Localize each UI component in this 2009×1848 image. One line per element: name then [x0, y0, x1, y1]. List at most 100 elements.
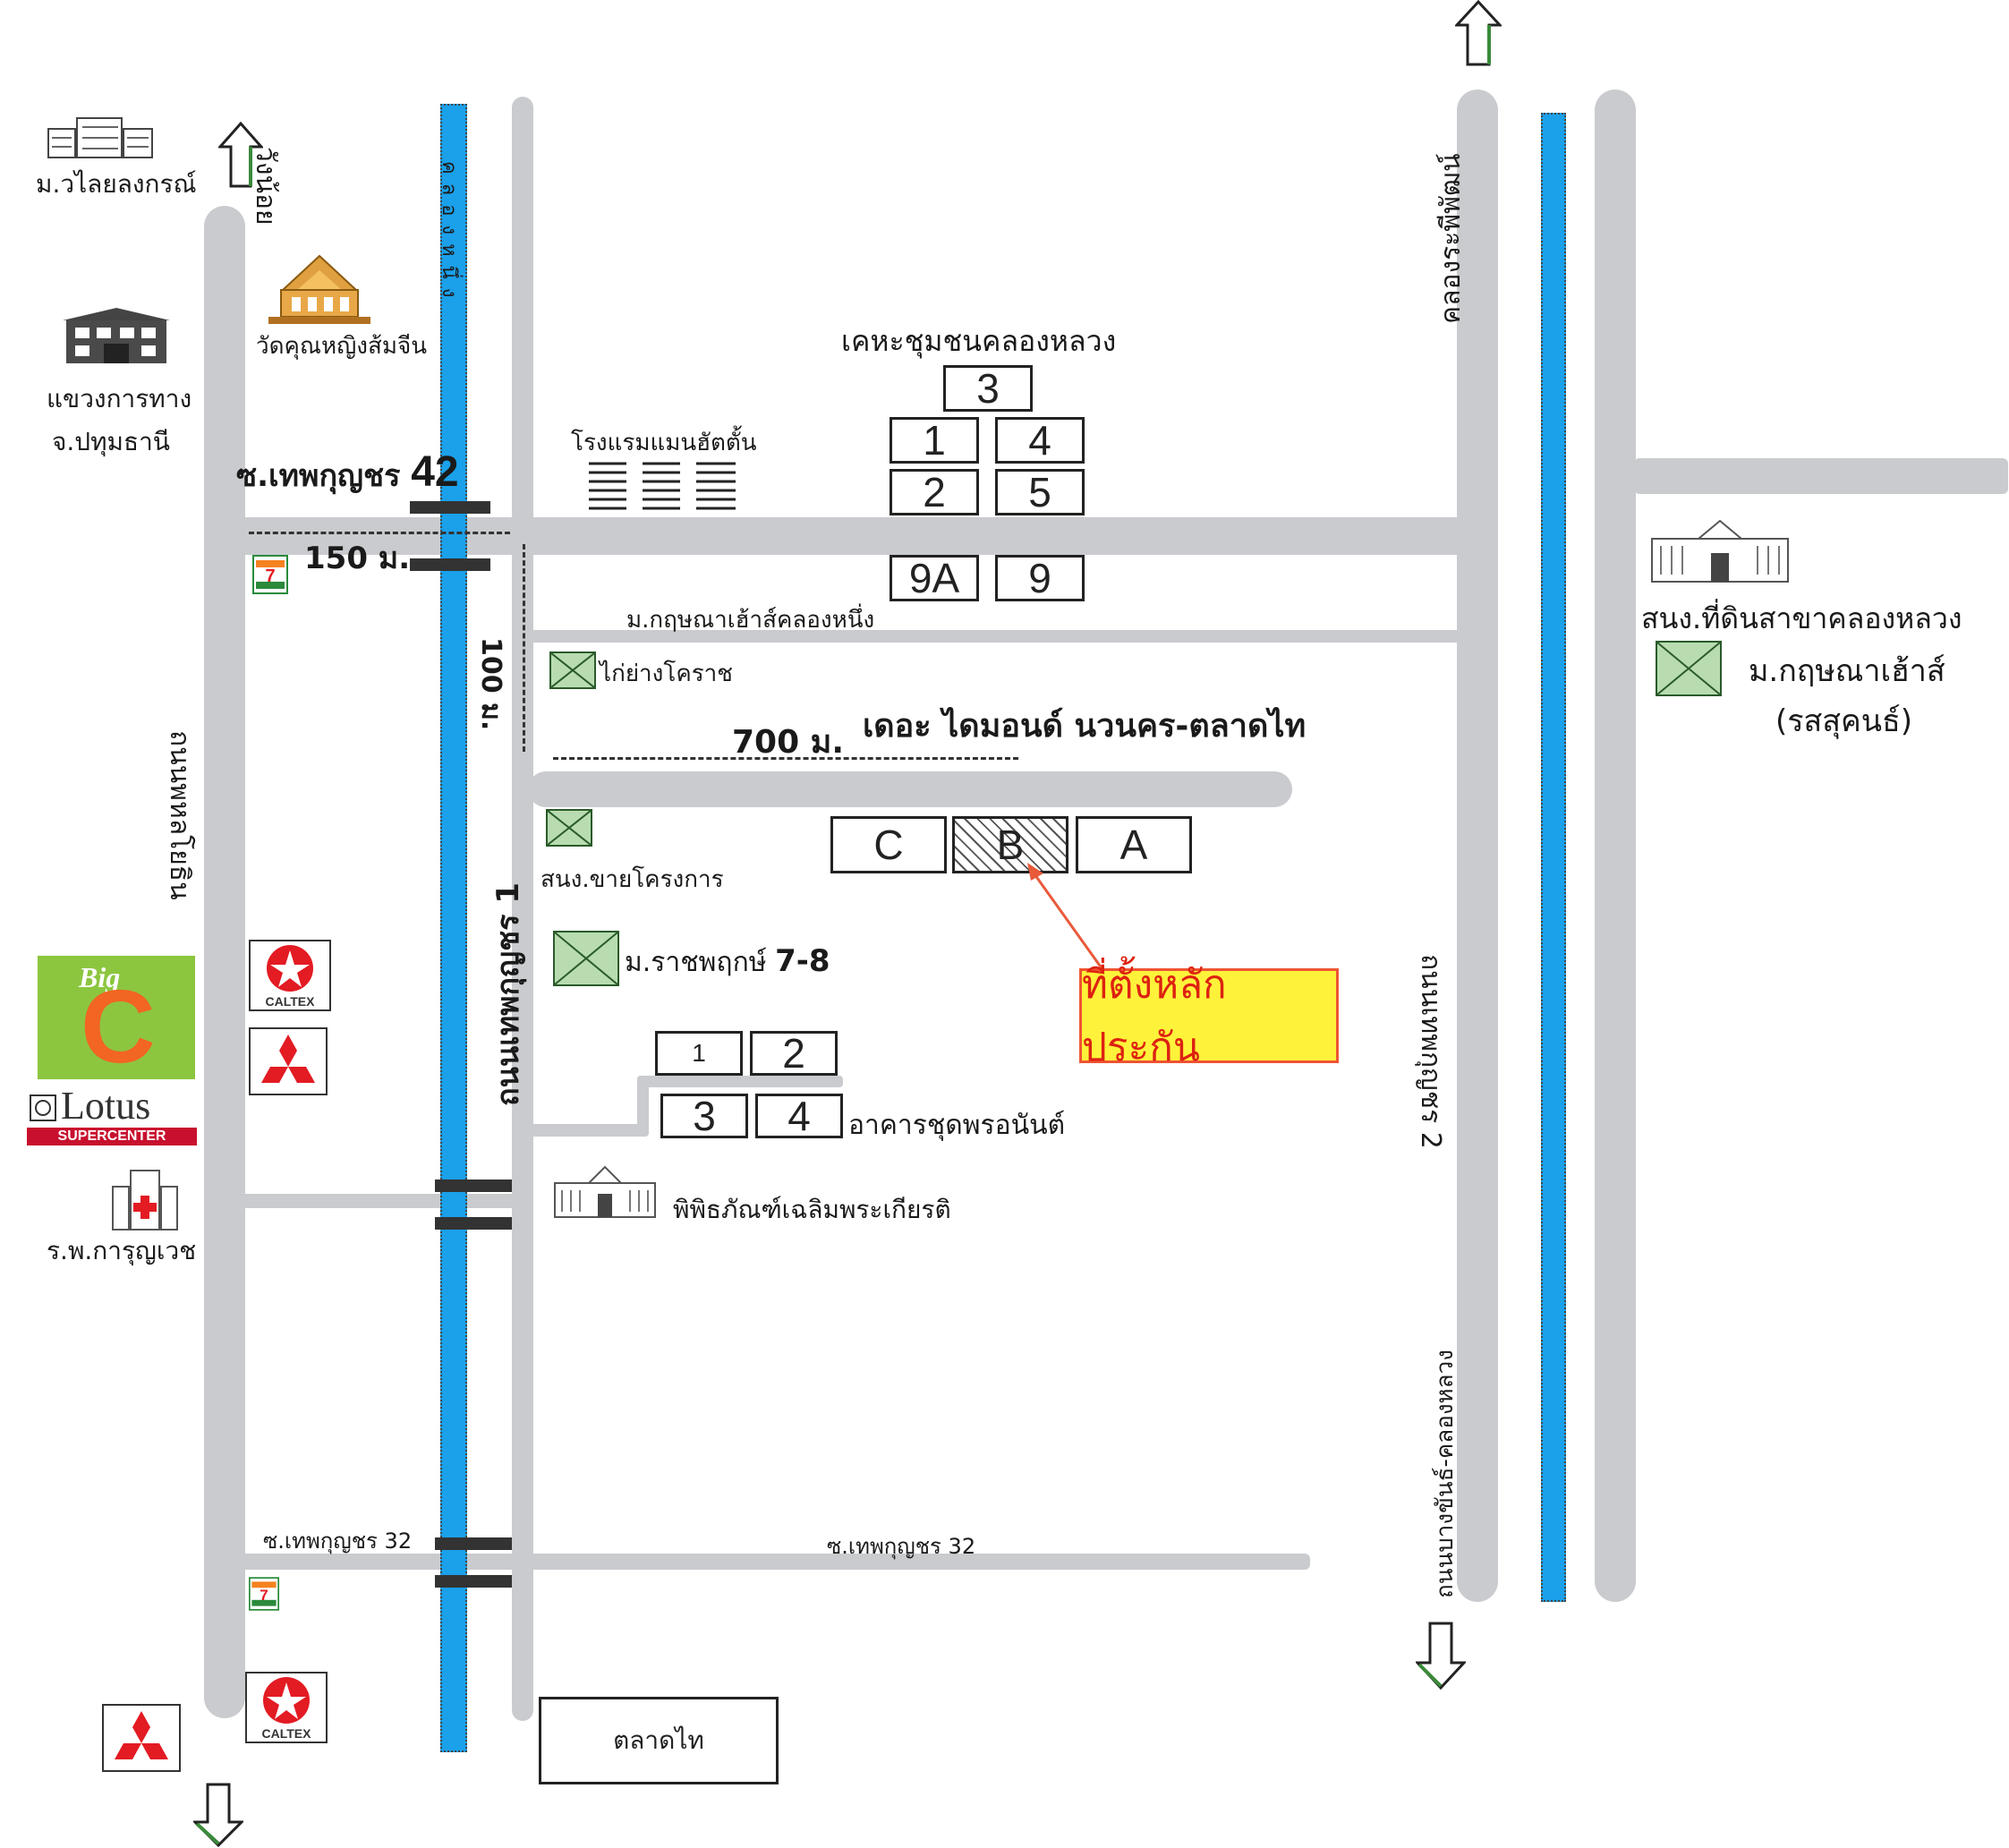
bang-khan-road-label: ถนนบางขันธ์-คลองหลวง — [1432, 1350, 1459, 1598]
condo-block-4: 4 — [755, 1093, 843, 1139]
raphiphat-canal — [1541, 113, 1566, 1602]
bridge-museum-bottom — [435, 1217, 512, 1230]
university-building-icon — [47, 117, 153, 158]
project-block-b: B — [952, 816, 1068, 873]
lotus-sub-text: SUPERCENTER — [27, 1128, 197, 1145]
south-arrow-right-icon — [1416, 1622, 1466, 1690]
land-office-label: สนง.ที่ดินสาขาคลองหลวง — [1641, 601, 1962, 635]
museum-building-icon — [554, 1165, 656, 1218]
krisana-2-sub-label: (รสสุคนธ์) — [1775, 703, 1913, 739]
big-c-c-text: C — [81, 968, 156, 1085]
mitsubishi-icon-bottom — [102, 1704, 181, 1772]
phahonyothin-label: ถนนพหลโยธิน — [164, 730, 195, 900]
canal-label: คลองหนึ่ง — [438, 161, 460, 307]
north-arrow-icon — [218, 122, 263, 188]
bridge-soi42-bottom — [410, 558, 490, 571]
dist-100-label: 100 ม. — [475, 637, 507, 731]
hotel-building-icon — [589, 462, 736, 510]
south-arrow-left-icon — [193, 1783, 243, 1847]
hospital-label: ร.พ.การุญเวช — [47, 1236, 197, 1265]
museum-road — [236, 1194, 532, 1208]
temple-icon — [268, 254, 370, 324]
condo-lane-2 — [637, 1076, 649, 1137]
community-block-3: 3 — [943, 365, 1033, 412]
krisana-1-label: ม.กฤษณาเฮ้าส์คลองหนึ่ง — [626, 607, 875, 634]
soi-42-number: 42 — [411, 448, 459, 496]
svg-text:7: 7 — [265, 566, 275, 586]
phahonyothin-road — [204, 206, 245, 1718]
bridge-museum-top — [435, 1179, 512, 1192]
lotus-text: Lotus — [61, 1084, 151, 1128]
highway-dept-label-2: จ.ปทุมธานี — [52, 427, 170, 456]
rachaphruek-label: ม.ราชพฤกษ์ 7-8 — [625, 941, 830, 984]
soi-32-right-label: ซ.เทพกุญชร 32 — [827, 1534, 976, 1559]
condo-lane-1 — [528, 1124, 649, 1137]
highway-dept-label-1: แขวงการทาง — [47, 384, 192, 413]
community-label: เคหะชุมชนคลองหลวง — [841, 324, 1117, 358]
pointer-arrow-icon — [1027, 863, 1106, 973]
sales-office-photo-icon — [546, 809, 592, 847]
condo-block-1: 1 — [655, 1031, 743, 1076]
diamond-project-label: เดอะ ไดมอนด์ นวนคร-ตลาดไท — [863, 708, 1307, 745]
krisana-2-label: ม.กฤษณาเฮ้าส์ — [1749, 653, 1945, 689]
land-office-building-icon — [1651, 519, 1789, 583]
community-block-1: 1 — [890, 417, 979, 464]
rachaphruek-name: ม.ราชพฤกษ์ — [625, 947, 767, 978]
bridge-soi32-bottom — [435, 1575, 512, 1588]
community-block-2: 2 — [890, 469, 979, 515]
caltex-icon-top: CALTEX — [249, 940, 331, 1011]
lotus-logo: Lotus SUPERCENTER — [27, 1084, 197, 1145]
condo-block-2: 2 — [750, 1030, 838, 1077]
krisana-2-photo-icon — [1656, 641, 1722, 696]
caltex-text-bottom: CALTEX — [262, 1726, 312, 1741]
thep-kunchorn-2-road — [1457, 89, 1498, 1602]
collateral-callout: ที่ตั้งหลักประกัน — [1079, 962, 1339, 1070]
dimension-150m-line — [249, 532, 510, 534]
soi-32-road — [218, 1554, 1310, 1570]
condo-label: อาคารชุดพรอนันต์ — [848, 1110, 1066, 1141]
rachaphruek-number: 7-8 — [775, 943, 830, 979]
hospital-icon — [112, 1170, 178, 1231]
talad-thai-market-box: ตลาดไท — [539, 1697, 779, 1784]
wang-noi-label: วังน้อย — [250, 147, 281, 226]
condo-lane-3 — [637, 1076, 843, 1087]
soi-42-name: ซ.เทพกุญชร — [236, 458, 401, 494]
museum-label: พิพิธภัณฑ์เฉลิมพระเกียรติ — [673, 1195, 951, 1224]
community-block-9: 9 — [995, 555, 1085, 601]
rachaphruek-photo-icon — [553, 931, 619, 986]
wat-label: วัดคุณหญิงส้มจีน — [256, 333, 428, 360]
svg-text:7: 7 — [260, 1587, 268, 1604]
7-eleven-icon-bottom: 7 — [249, 1577, 279, 1611]
project-block-a: A — [1076, 816, 1192, 873]
lotus-flower-icon — [30, 1094, 56, 1121]
univ-valaya-label: ม.วไลยลงกรณ์ — [36, 169, 197, 199]
bridge-soi32-top — [435, 1537, 512, 1550]
thep-kunchorn-1-label: ถนนเทพกุญชร 1 — [490, 882, 526, 1106]
project-block-c: C — [830, 816, 947, 873]
sales-office-label: สนง.ขายโครงการ — [541, 866, 724, 893]
khlong-raphiphat-label: คลองระพีพัฒน์ — [1435, 153, 1467, 324]
7-eleven-icon: 7 — [252, 555, 288, 594]
land-office-road — [1634, 458, 2008, 494]
dist-150-label: 150 ม. — [304, 541, 411, 576]
thep-kunchorn-1-road — [512, 97, 533, 1721]
government-office-icon — [63, 308, 170, 363]
big-c-big-text: Big — [79, 961, 121, 993]
condo-block-3: 3 — [660, 1093, 748, 1139]
khlong-nueng-canal — [440, 104, 467, 1752]
community-block-9a: 9A — [890, 555, 979, 601]
big-c-logo: Big C — [38, 956, 195, 1085]
bridge-soi42-top — [410, 501, 490, 514]
soi-42-road — [236, 517, 1471, 555]
thep-kunchorn-2-label: ถนนเทพกุญชร 2 — [1415, 954, 1446, 1149]
community-block-4: 4 — [995, 417, 1085, 464]
hotel-label: โรงแรมแมนฮัตตั้น — [571, 430, 757, 456]
community-block-5: 5 — [995, 469, 1085, 515]
project-lane — [528, 771, 1292, 807]
dimension-100m-line — [523, 544, 525, 752]
bang-khan-road — [1595, 89, 1636, 1602]
soi-32-left-label: ซ.เทพกุญชร 32 — [263, 1529, 413, 1554]
caltex-text-top: CALTEX — [266, 994, 316, 1009]
kai-yang-photo-icon — [549, 651, 596, 689]
